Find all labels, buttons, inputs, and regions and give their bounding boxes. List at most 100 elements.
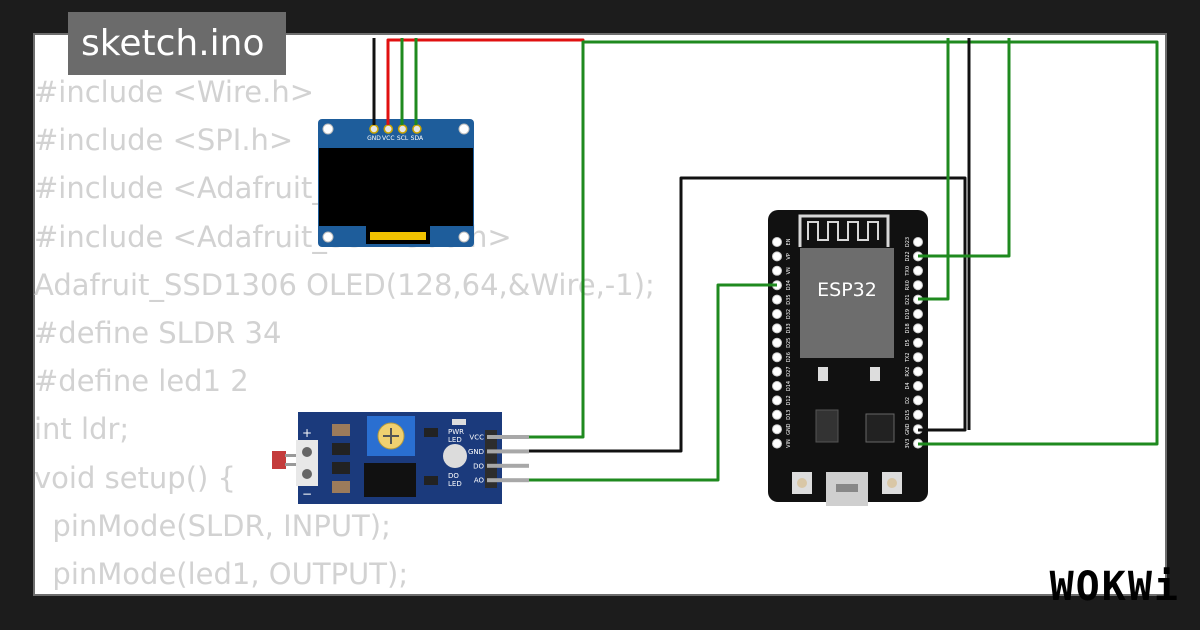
esp32-pin-vin[interactable] [772, 438, 782, 449]
esp32-pin-label: D27 [786, 366, 792, 376]
esp32-pin-d33[interactable] [772, 323, 782, 334]
esp32-pin-d26[interactable] [772, 352, 782, 363]
esp32-board[interactable]: ESP32 ENVPVND34D35D32D33D25D26D27D14D12D… [768, 210, 928, 506]
code-line[interactable]: #include <Wire.h> [34, 75, 315, 109]
file-tab[interactable]: sketch.ino [68, 12, 286, 75]
ldr-pin-label: DO [473, 462, 484, 470]
esp32-pin-label: D32 [786, 309, 792, 319]
esp32-pin-label: RX0 [905, 280, 911, 290]
esp32-pin-d18[interactable] [913, 323, 923, 334]
wire-ldr-vcc[interactable] [529, 40, 1159, 446]
esp32-pin-d14[interactable] [772, 381, 782, 391]
esp32-pin-label: D33 [786, 323, 792, 333]
oled-pin-gnd[interactable] [369, 124, 379, 134]
ldr-pin-label: VCC [469, 434, 484, 442]
esp32-pin-d19[interactable] [913, 309, 923, 319]
canvas-card [33, 33, 1167, 596]
esp32-label: ESP32 [817, 279, 877, 301]
esp32-pin-d23[interactable] [913, 237, 923, 247]
esp32-pin-label: D19 [905, 309, 911, 319]
ldr-pin-label: AO [474, 477, 485, 485]
ldr-pin-do[interactable] [487, 463, 529, 468]
esp32-pin-d4[interactable] [913, 381, 923, 391]
code-line[interactable]: pinMode(SLDR, INPUT); [34, 508, 391, 543]
esp32-pin-label: D18 [905, 323, 911, 333]
file-name: sketch.ino [81, 23, 265, 64]
esp32-pin-rx2[interactable] [913, 366, 923, 377]
esp32-pin-label: D4 [905, 382, 911, 389]
code-line[interactable]: #define led1 2 [34, 364, 249, 399]
esp32-pin-label: RX2 [905, 367, 911, 377]
esp32-pin-label: GND [905, 423, 911, 435]
wokwi-logo: WOKWi [1049, 564, 1180, 610]
ldr-pin-label: GND [468, 448, 484, 456]
do-led [443, 444, 467, 468]
esp32-pin-vp[interactable] [772, 251, 782, 262]
wire-esp-d21[interactable] [918, 38, 950, 301]
esp32-module [800, 248, 894, 358]
esp32-pin-label: D34 [786, 280, 792, 290]
esp32-pin-label: D25 [786, 338, 792, 348]
code-line[interactable]: Adafruit_SSD1306 OLED(128,64,&Wire,-1); [34, 267, 655, 302]
esp32-pin-tx2[interactable] [913, 352, 923, 363]
esp32-pin-label: D5 [905, 339, 911, 346]
esp32-pin-label: D12 [786, 395, 792, 405]
esp32-pin-label: D15 [905, 410, 911, 420]
esp32-pin-d32[interactable] [772, 309, 782, 319]
esp32-pin-label: D13 [786, 410, 792, 420]
minus-label: − [302, 487, 312, 501]
ldr-pin-gnd[interactable] [487, 449, 529, 454]
esp32-pin-vn[interactable] [772, 265, 782, 276]
code-line[interactable]: pinMode(led1, OUTPUT); [34, 556, 409, 591]
ldr-pin-vcc[interactable] [487, 435, 529, 439]
esp32-pin-label: D23 [905, 237, 911, 247]
oled-screen [319, 148, 473, 226]
esp32-pin-label: VP [786, 253, 792, 259]
wire-esp-d22[interactable] [918, 38, 1011, 258]
esp32-pin-d15[interactable] [913, 409, 923, 420]
comparator-chip [364, 463, 416, 497]
plus-label: + [302, 426, 312, 440]
esp32-pin-label: 3V3 [905, 439, 911, 449]
esp32-pin-label: D35 [786, 294, 792, 304]
esp32-pin-label: VN [786, 267, 792, 274]
esp32-pin-label: D22 [905, 251, 911, 261]
esp32-pin-d13[interactable] [772, 409, 782, 420]
ldr-pin-ao[interactable] [487, 478, 529, 483]
code-line[interactable]: void setup() { [34, 460, 236, 495]
photoresistor [272, 451, 286, 469]
code-line[interactable]: int ldr; [34, 412, 130, 447]
esp32-pin-rx0[interactable] [913, 280, 923, 291]
esp32-pin-d5[interactable] [913, 337, 923, 348]
oled-pin-scl[interactable] [397, 124, 408, 134]
esp32-pin-d2[interactable] [913, 395, 923, 406]
esp32-pin-d25[interactable] [772, 337, 782, 348]
code-editor[interactable]: #include <Wire.h>#include <SPI.h>#includ… [34, 68, 655, 598]
oled-pin-label: SCL [397, 135, 409, 142]
esp32-pin-label: D2 [905, 397, 911, 404]
esp32-pin-label: D21 [905, 294, 911, 304]
code-line[interactable]: #define SLDR 34 [34, 315, 282, 350]
wire-ldr-gnd[interactable] [529, 176, 967, 453]
wire-ldr-ao[interactable] [529, 283, 777, 482]
antenna [807, 221, 879, 241]
esp32-pin-d27[interactable] [772, 366, 782, 377]
esp32-pin-label: TX0 [905, 266, 911, 277]
esp32-pin-gnd[interactable] [772, 424, 782, 435]
code-line[interactable]: #include <SPI.h> [34, 123, 294, 158]
esp32-pin-en[interactable] [772, 237, 782, 247]
esp32-pin-d35[interactable] [772, 294, 782, 305]
esp32-pin-d12[interactable] [772, 395, 782, 406]
oled-pin-label: VCC [382, 135, 394, 142]
esp32-pin-label: GND [786, 423, 792, 435]
oled-pin-sda[interactable] [412, 124, 422, 134]
esp32-pin-label: D26 [786, 352, 792, 362]
esp32-pin-tx0[interactable] [913, 265, 923, 276]
oled-pin-vcc[interactable] [383, 124, 394, 134]
oled-pin-label: SDA [411, 135, 424, 142]
